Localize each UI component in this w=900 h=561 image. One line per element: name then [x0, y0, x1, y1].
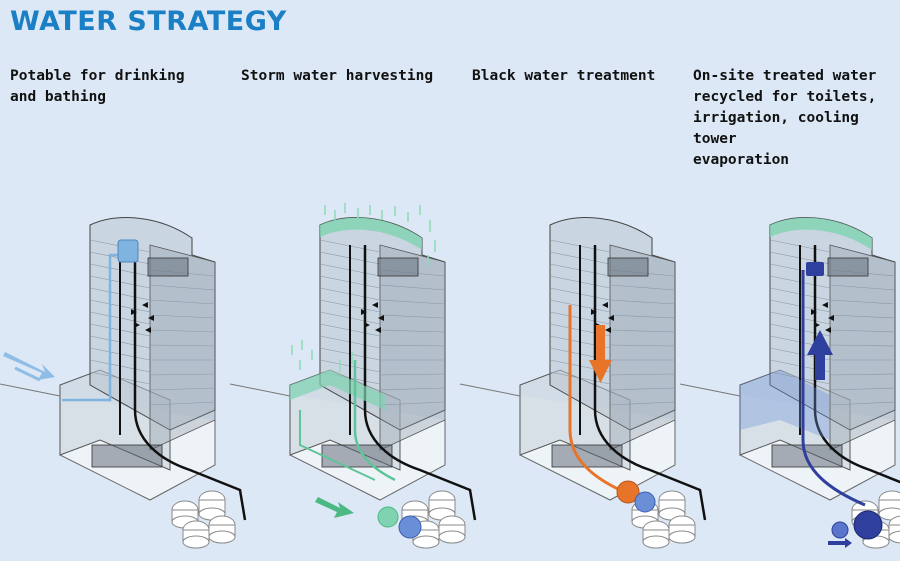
building-diagrams: [0, 203, 900, 550]
panel-caption-storm: Storm water harvesting: [241, 68, 434, 84]
upflow-arrow-icon: [807, 330, 833, 380]
panel-potable: [0, 216, 247, 550]
panel-storm: [228, 203, 477, 550]
panel-recycled: [678, 216, 900, 550]
page-title: WATER STRATEGY: [10, 6, 287, 37]
panel-blackwater: [458, 216, 707, 550]
downflow-arrow-icon: [589, 325, 612, 383]
inflow-arrow-icon: [3, 352, 55, 380]
stormwater-arrow-icon: [315, 497, 354, 518]
panel-caption-potable: Potable for drinking and bathing: [10, 68, 185, 105]
rain-icon: [291, 203, 436, 372]
rooftop-tank-icon: [806, 262, 824, 276]
outflow-arrow-icon: [828, 538, 852, 548]
panel-caption-blackwater: Black water treatment: [472, 68, 656, 84]
panel-caption-recycled: On-site treated water recycled for toile…: [693, 68, 877, 168]
potable-tank-icon: [117, 239, 139, 263]
